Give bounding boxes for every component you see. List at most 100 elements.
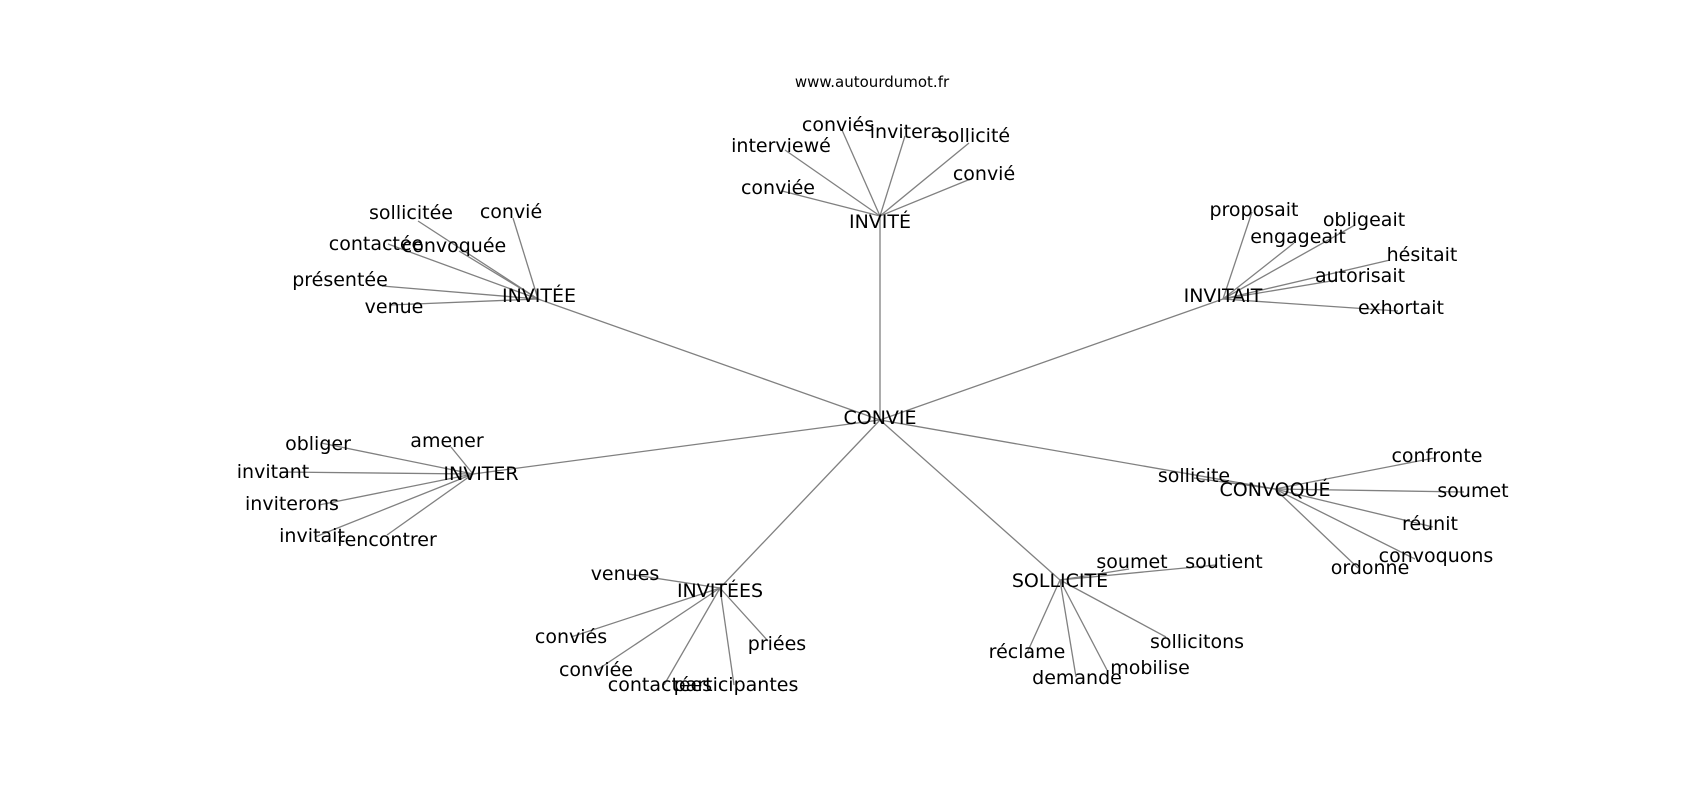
hub-word[interactable]: SOLLICITÉ (1012, 569, 1108, 592)
leaf-word[interactable]: réunit (1402, 513, 1458, 535)
leaf-word[interactable]: rencontrer (337, 529, 437, 551)
leaf-word[interactable]: soutient (1185, 551, 1262, 573)
leaf-word[interactable]: amener (410, 430, 484, 452)
leaf-word[interactable]: convoquons (1379, 545, 1494, 567)
hub-word[interactable]: INVITÉES (677, 579, 763, 602)
leaf-edge (841, 129, 881, 217)
hub-word[interactable]: INVITÉE (502, 284, 576, 307)
leaf-word[interactable]: confronte (1391, 445, 1482, 467)
leaf-edge (417, 220, 539, 300)
hub-edge (719, 419, 881, 589)
leaf-edge (1274, 488, 1434, 528)
leaf-edge (781, 190, 881, 217)
leaf-word[interactable]: sollicité (938, 125, 1010, 147)
leaf-edge (879, 142, 970, 217)
leaf-word[interactable]: priées (748, 633, 806, 655)
leaf-word[interactable]: mobilise (1110, 657, 1190, 679)
leaf-word[interactable]: soumet (1437, 480, 1508, 502)
hub-edge (537, 298, 881, 421)
leaf-word[interactable]: conviés (802, 114, 874, 136)
leaf-edge (879, 177, 974, 217)
leaf-word[interactable]: inviterons (245, 493, 339, 515)
leaf-edge (1059, 568, 1130, 581)
leaf-edge (1274, 457, 1435, 490)
leaf-edge (719, 587, 769, 642)
hub-edge (472, 419, 881, 475)
hub-word[interactable]: CONVOQUÉ (1220, 478, 1331, 501)
leaf-edge (1222, 259, 1391, 300)
leaf-word[interactable]: convié (953, 163, 1015, 185)
leaf-word[interactable]: invitait (279, 525, 345, 547)
leaf-word[interactable]: participantes (674, 674, 799, 696)
leaf-edge (458, 250, 539, 300)
leaf-word[interactable]: proposait (1209, 199, 1298, 221)
leaf-edge (1222, 279, 1338, 300)
leaf-word[interactable]: demande (1032, 667, 1122, 689)
leaf-edge (1222, 211, 1253, 300)
hub-edge (879, 419, 1276, 490)
leaf-word[interactable]: convié (480, 201, 542, 223)
leaf-edge (318, 473, 474, 506)
leaf-edge (1059, 579, 1108, 671)
leaf-word[interactable]: venue (365, 296, 424, 318)
leaf-word[interactable]: autorisait (1315, 265, 1405, 287)
hub-word[interactable]: INVITER (443, 463, 518, 485)
leaf-edge (314, 473, 474, 538)
leaf-word[interactable]: interviewé (731, 135, 831, 157)
hub-word[interactable]: INVITAIT (1184, 285, 1263, 307)
leaf-edge (1274, 488, 1359, 569)
leaf-edge (719, 587, 735, 686)
leaf-word[interactable]: invitant (237, 461, 309, 483)
leaf-edge (1026, 579, 1061, 654)
leaf-edge (1059, 564, 1217, 581)
leaf-edge (1222, 224, 1356, 300)
leaf-edge (389, 298, 539, 306)
leaf-word[interactable]: conviée (559, 659, 633, 681)
leaf-word[interactable]: engageait (1250, 226, 1346, 248)
leaf-word[interactable]: sollicitée (369, 202, 453, 224)
leaf-edge (1274, 488, 1465, 493)
graph-labels: www.autourdumot.fr conviésinviterasollic… (237, 73, 1509, 696)
leaf-edge (381, 285, 539, 300)
leaf-word[interactable]: hésitait (1387, 244, 1458, 266)
leaf-edge (386, 473, 474, 536)
leaf-edge (570, 587, 721, 638)
leaf-word[interactable]: présentée (292, 269, 388, 291)
leaf-word[interactable]: venues (591, 563, 660, 585)
leaf-edge (784, 149, 881, 217)
leaf-edge (1059, 579, 1077, 678)
leaf-word[interactable]: contactées (608, 674, 712, 696)
leaf-word[interactable]: réclame (989, 641, 1066, 663)
leaf-edge (1222, 242, 1295, 300)
leaf-edge (450, 446, 474, 475)
leaf-word[interactable]: invitera (870, 121, 942, 143)
leaf-word[interactable]: obliger (285, 433, 351, 455)
leaf-edge (879, 135, 906, 217)
leaf-edge (512, 217, 539, 300)
leaf-edge (1222, 298, 1399, 312)
leaf-word[interactable]: convoquée (402, 235, 506, 257)
leaf-edge (320, 442, 474, 475)
leaf-word[interactable]: ordonne (1331, 557, 1410, 579)
leaf-word[interactable]: contactée (329, 233, 423, 255)
leaf-word[interactable]: exhortait (1358, 297, 1444, 319)
leaf-word[interactable]: soumet (1096, 551, 1167, 573)
center-word[interactable]: CONVIE (843, 407, 916, 429)
graph-edges (279, 129, 1465, 686)
hub-edge (879, 298, 1224, 421)
leaf-word[interactable]: obligeait (1323, 209, 1405, 231)
leaf-edge (663, 587, 721, 686)
hub-word[interactable]: INVITÉ (849, 210, 911, 233)
leaf-edge (1059, 579, 1167, 638)
leaf-edge (1193, 477, 1276, 490)
leaf-word[interactable]: sollicitons (1150, 631, 1244, 653)
leaf-word[interactable]: sollicite (1158, 465, 1230, 487)
leaf-edge (627, 573, 721, 589)
leaf-word[interactable]: conviés (535, 626, 607, 648)
leaf-edge (596, 587, 721, 671)
leaf-word[interactable]: conviée (741, 177, 815, 199)
hub-edge (879, 419, 1061, 581)
source-label[interactable]: www.autourdumot.fr (795, 73, 950, 91)
leaf-edge (387, 243, 539, 300)
